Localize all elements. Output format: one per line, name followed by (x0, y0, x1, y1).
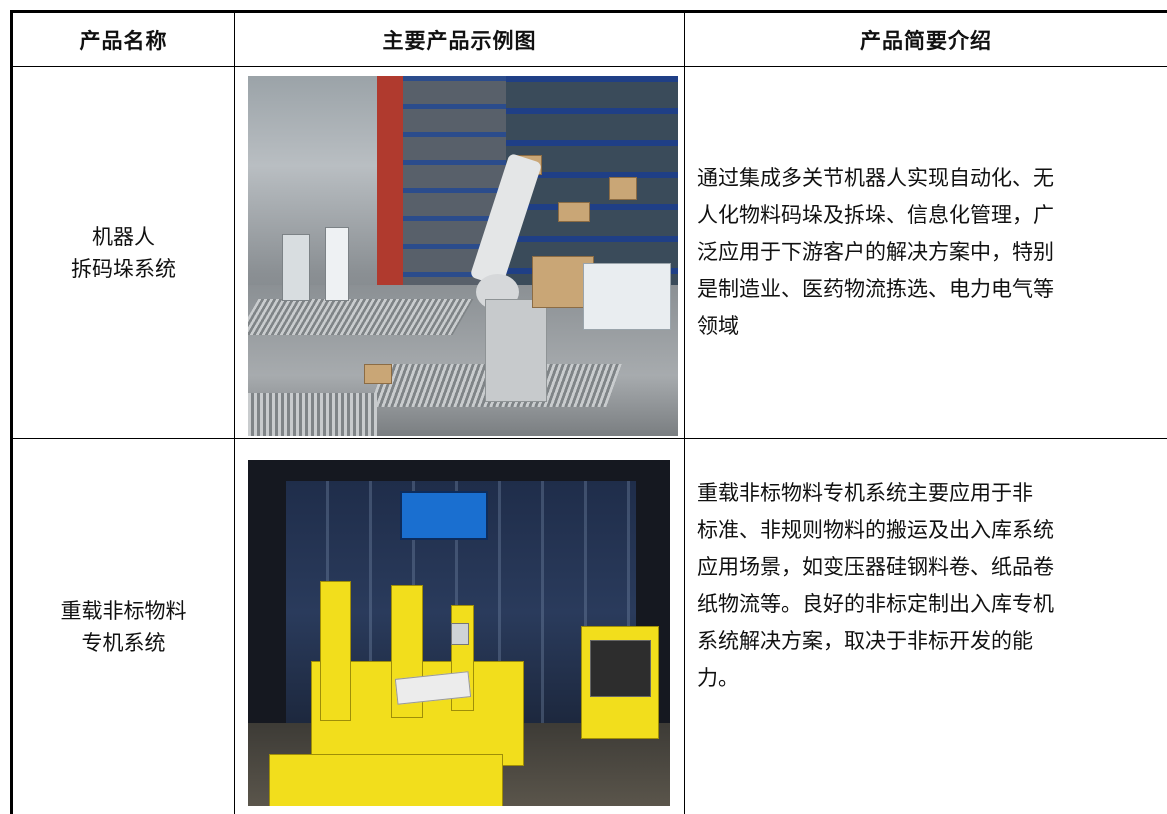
row2-desc-line3: 应用场景，如变压器硅钢料卷、纸品卷 (697, 555, 1054, 579)
row2-name-line2: 专机系统 (81, 630, 166, 655)
heavy-duty-agv-photo (248, 460, 670, 806)
row2-product-description: 重载非标物料专机系统主要应用于非 标准、非规则物料的搬运及出入库系统 应用场景，… (685, 439, 1167, 814)
header-product-intro: 产品简要介绍 (860, 28, 992, 53)
column-divider-1 (234, 10, 235, 814)
row1-desc-line2: 人化物料码垛及拆垛、信息化管理，广 (697, 203, 1054, 227)
row2-desc-line5: 系统解决方案，取决于非标开发的能 (697, 629, 1033, 653)
row-divider (10, 438, 1167, 439)
row1-desc-line5: 领域 (697, 314, 739, 338)
row2-desc-line1: 重载非标物料专机系统主要应用于非 (697, 481, 1033, 505)
row1-desc-line3: 泛应用于下游客户的解决方案中，特别 (697, 240, 1054, 264)
row2-desc-line6: 力。 (697, 666, 739, 690)
column-divider-2 (684, 10, 685, 814)
product-table: 产品名称 主要产品示例图 产品简要介绍 机器人 拆码垛系统 通过集成多关节机器人… (10, 10, 1167, 814)
header-divider (10, 66, 1167, 67)
row1-desc-line4: 是制造业、医药物流拣选、电力电气等 (697, 277, 1054, 301)
row2-name-line1: 重载非标物料 (60, 598, 187, 623)
row1-name-line1: 机器人 (92, 224, 155, 249)
row1-product-name: 机器人 拆码垛系统 (13, 67, 234, 438)
row2-product-name: 重载非标物料 专机系统 (13, 439, 234, 814)
row1-product-description: 通过集成多关节机器人实现自动化、无 人化物料码垛及拆垛、信息化管理，广 泛应用于… (685, 67, 1167, 438)
robot-palletizing-photo (248, 76, 678, 436)
row2-desc-line2: 标准、非规则物料的搬运及出入库系统 (697, 518, 1054, 542)
row1-name-line2: 拆码垛系统 (71, 256, 176, 281)
table-top-border (10, 10, 1167, 13)
header-product-name: 产品名称 (79, 28, 168, 53)
row1-desc-line1: 通过集成多关节机器人实现自动化、无 (697, 166, 1054, 190)
row2-desc-line4: 纸物流等。良好的非标定制出入库专机 (697, 592, 1054, 616)
header-product-image: 主要产品示例图 (382, 28, 537, 53)
table-left-border (10, 10, 13, 814)
